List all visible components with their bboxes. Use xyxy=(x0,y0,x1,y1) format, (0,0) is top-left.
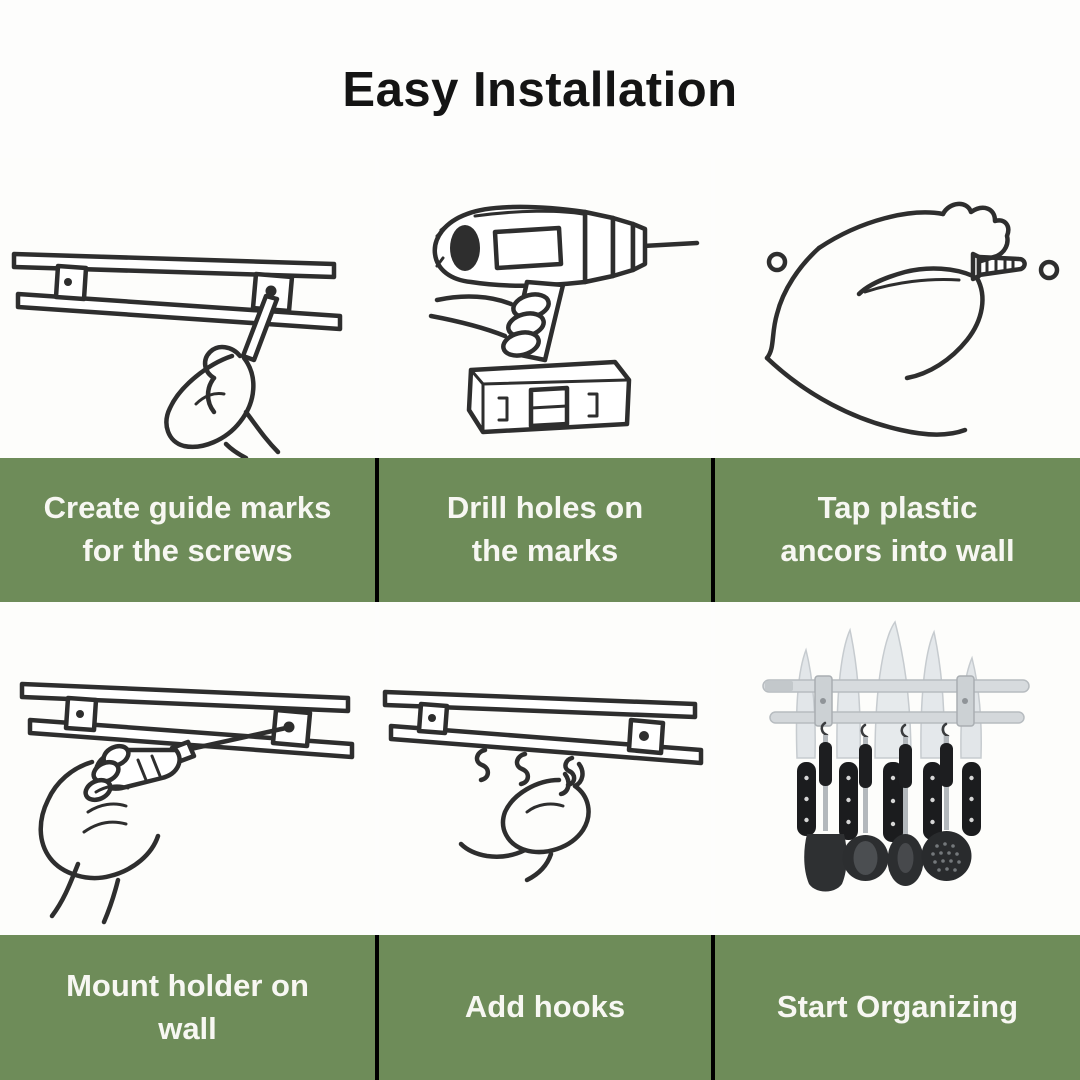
step-6-illustration xyxy=(715,602,1080,935)
caption-divider xyxy=(375,458,379,602)
step-4-caption: Mount holder on wall xyxy=(0,935,375,1080)
caption-row-1: Create guide marks for the screws Drill … xyxy=(0,458,1080,602)
hand-tapping-plastic-anchor-illustration xyxy=(764,201,1060,437)
step-3-caption: Tap plastic ancors into wall xyxy=(715,458,1080,602)
caption-divider xyxy=(711,458,715,602)
step-6-caption: Start Organizing xyxy=(715,935,1080,1080)
step-5-illustration xyxy=(379,602,711,935)
hand-marking-screw-guides-illustration xyxy=(11,251,343,458)
caption-divider xyxy=(375,935,379,1080)
step-4-illustration xyxy=(0,602,375,935)
step-2-caption: Drill holes on the marks xyxy=(379,458,711,602)
hand-adding-s-hooks-illustration xyxy=(382,689,704,883)
cordless-drill-illustration xyxy=(428,204,700,435)
illustration-row-1 xyxy=(0,158,1080,458)
organized-knife-utensil-rack-photo xyxy=(762,620,1030,892)
step-3-illustration xyxy=(715,158,1080,458)
step-5-caption: Add hooks xyxy=(379,935,711,1080)
screwdriver-mounting-rail-illustration xyxy=(19,681,355,925)
step-1-caption: Create guide marks for the screws xyxy=(0,458,375,602)
caption-divider xyxy=(711,935,715,1080)
caption-row-2: Mount holder on wall Add hooks Start Org… xyxy=(0,935,1080,1080)
page-title: Easy Installation xyxy=(342,63,738,117)
step-2-illustration xyxy=(379,158,711,458)
step-1-illustration xyxy=(0,158,375,458)
illustration-row-2 xyxy=(0,602,1080,935)
